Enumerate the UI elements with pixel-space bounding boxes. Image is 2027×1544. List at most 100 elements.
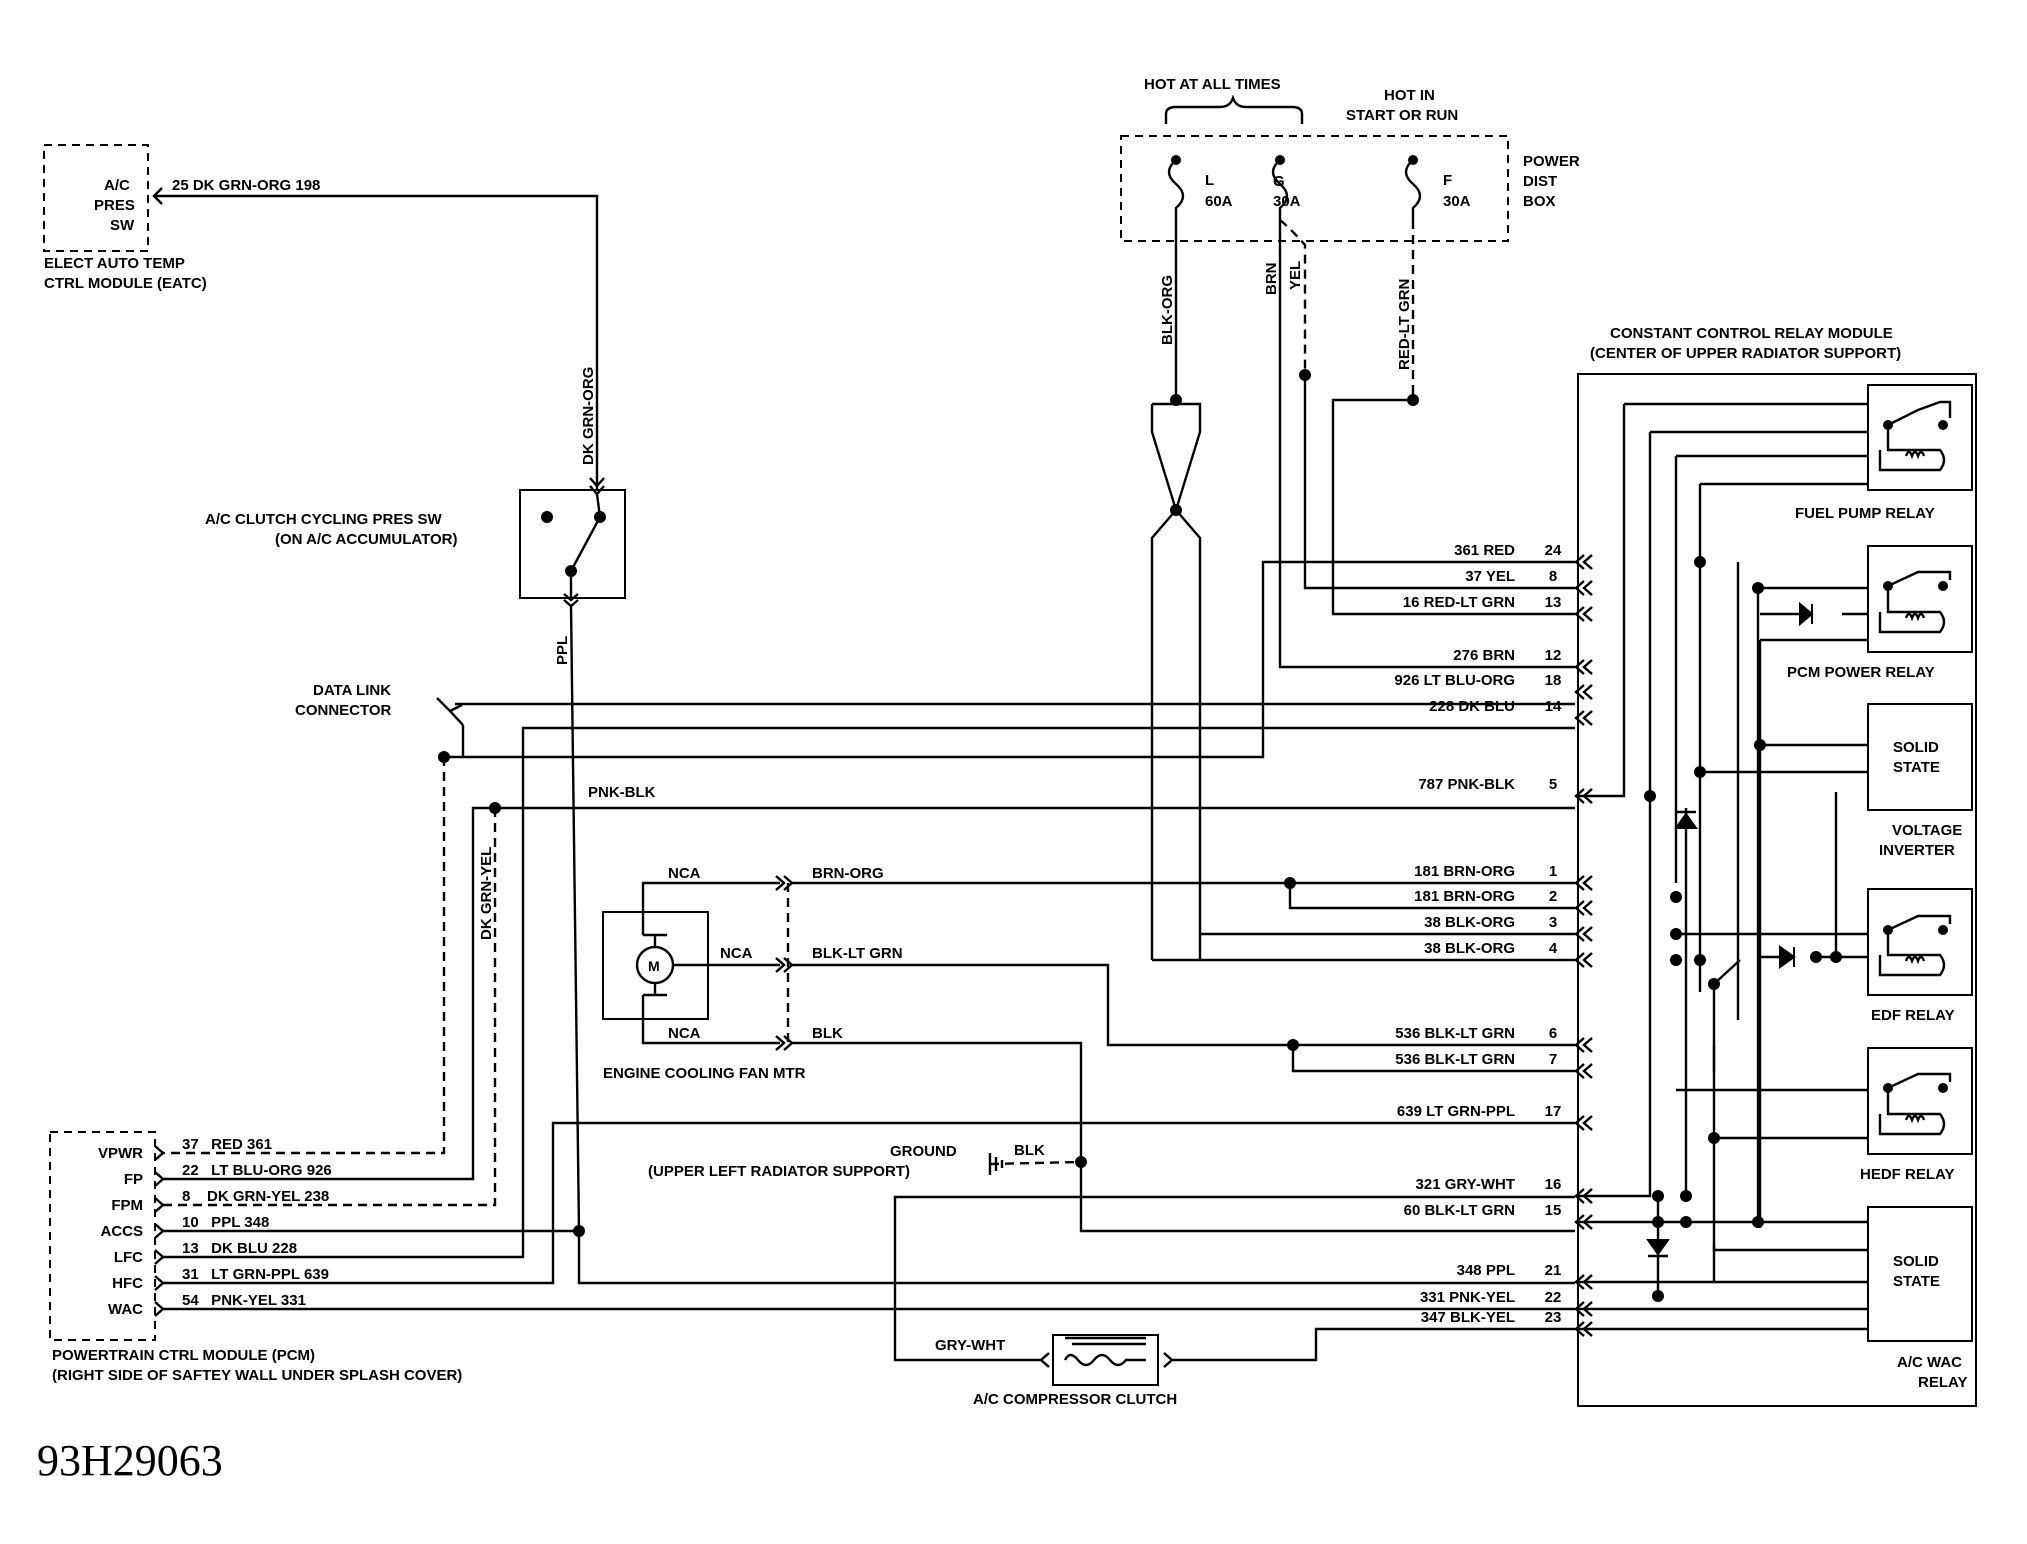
diagram-id: 93H29063: [37, 1436, 223, 1485]
power-dist-title-1: POWER: [1523, 153, 1580, 170]
pnk-blk-label: PNK-BLK: [588, 784, 656, 801]
data-link-connector: DATA LINK CONNECTOR: [161, 560, 1575, 1155]
ccrm-pin-number: 16: [1545, 1176, 1562, 1193]
ppl-label: PPL: [554, 636, 571, 665]
power-dist-title-3: BOX: [1523, 193, 1556, 210]
ccrm-wire-label: 37 YEL: [1465, 568, 1515, 585]
ccrm-wire-label: 181 BRN-ORG: [1414, 863, 1515, 880]
hot-in-label: HOT IN: [1384, 87, 1435, 104]
fan-motor-name: ENGINE COOLING FAN MTR: [603, 1065, 806, 1082]
ccrm-connector-terminal: [1574, 580, 1593, 596]
brn-org-label: BRN-ORG: [812, 865, 884, 882]
ccrm-pin-number: 7: [1549, 1051, 1557, 1068]
power-feed-wires: BLK-ORG BRN YEL RED-LT GRN: [1159, 219, 1575, 669]
ccrm-wire-label: 181 BRN-ORG: [1414, 888, 1515, 905]
ccrm-wire-label: 60 BLK-LT GRN: [1404, 1202, 1515, 1219]
ccrm-connector-terminal: [1574, 1063, 1593, 1079]
ccrm-pin-number: 4: [1549, 940, 1558, 957]
ccrm-pin-number: 24: [1545, 542, 1562, 559]
pcm-power-relay-box: [1867, 545, 1973, 653]
fuse-g-letter: G: [1273, 173, 1285, 190]
hedf-relay-label: HEDF RELAY: [1860, 1166, 1954, 1183]
wire-label-blk-org: BLK-ORG: [1159, 275, 1176, 345]
nca-label-3: NCA: [668, 1025, 701, 1042]
fuse-l: L 60A: [1167, 155, 1233, 220]
hedf-relay-symbol: [1878, 1072, 1952, 1136]
ccrm-wire-label: 361 RED: [1454, 542, 1515, 559]
edf-relay-symbol: [1878, 914, 1952, 977]
eatc-pin-line-1: A/C: [104, 177, 130, 194]
pcm-pin-name: HFC: [112, 1275, 143, 1292]
ground-name-1: GROUND: [890, 1143, 957, 1160]
ccrm-wire-label: 321 GRY-WHT: [1416, 1176, 1515, 1193]
edf-relay-label: EDF RELAY: [1871, 1007, 1955, 1024]
nca-label-1: NCA: [668, 865, 701, 882]
pcm-power-relay-label: PCM POWER RELAY: [1787, 664, 1935, 681]
fuse-f-letter: F: [1443, 172, 1452, 189]
ac-clutch-cycling-switch: A/C CLUTCH CYCLING PRES SW (ON A/C ACCUM…: [205, 477, 626, 1232]
dlc-name-1: DATA LINK: [313, 682, 391, 699]
wire-label-brn: BRN: [1263, 263, 1280, 296]
compressor-name-label: A/C COMPRESSOR CLUTCH: [973, 1391, 1177, 1408]
pcm-wire-label: 22 LT BLU-ORG 926: [182, 1162, 332, 1179]
fuse-f-amps: 30A: [1443, 193, 1471, 210]
fuse-l-amps: 60A: [1205, 193, 1233, 210]
ccrm-pin-number: 18: [1545, 672, 1562, 689]
ccrm-wire-label: 38 BLK-ORG: [1424, 914, 1515, 931]
pcm-connector-terminal: [154, 1145, 165, 1161]
ac-wac-relay-label-2: RELAY: [1918, 1374, 1967, 1391]
pcm-connector-terminal: [154, 1171, 165, 1187]
fuse-g: G 30A: [1271, 155, 1301, 220]
eatc-module: A/C PRES SW ELECT AUTO TEMP CTRL MODULE …: [43, 144, 599, 490]
voltage-inverter-label-1: VOLTAGE: [1892, 822, 1962, 839]
constant-control-relay-module: CONSTANT CONTROL RELAY MODULE (CENTER OF…: [1394, 325, 1977, 1407]
ccrm-connector-terminal: [1574, 710, 1593, 726]
ccrm-wire-label: 16 RED-LT GRN: [1403, 594, 1515, 611]
ccrm-pin-number: 1: [1549, 863, 1557, 880]
pcm-name-1: POWERTRAIN CTRL MODULE (PCM): [52, 1347, 315, 1364]
fuse-l-letter: L: [1205, 172, 1214, 189]
ccrm-connector-terminal: [1574, 606, 1593, 622]
edf-relay-box: [1867, 888, 1973, 996]
ac-wac-relay-box: [1867, 1206, 1973, 1342]
ccrm-connector-terminal: [1574, 875, 1593, 891]
pcm-wire-label: 10 PPL 348: [182, 1214, 269, 1231]
voltage-inverter-box: [1867, 703, 1973, 811]
clutch-sw-name-2: (ON A/C ACCUMULATOR): [275, 531, 457, 548]
ccrm-pin-number: 23: [1545, 1309, 1562, 1326]
start-or-run-label: START OR RUN: [1346, 107, 1458, 124]
pcm-wiring: [161, 1121, 1575, 1311]
ccrm-wire-label: 639 LT GRN-PPL: [1397, 1103, 1515, 1120]
pcm-pin-name: LFC: [114, 1249, 143, 1266]
pcm-power-relay-symbol: [1878, 570, 1952, 634]
pcm-pin-name: ACCS: [100, 1223, 143, 1240]
ccrm-connector-terminal: [1574, 554, 1593, 570]
eatc-name-2: CTRL MODULE (EATC): [44, 275, 207, 292]
power-dist-title-2: DIST: [1523, 173, 1557, 190]
pcm-wire-label: 13 DK BLU 228: [182, 1240, 297, 1257]
dlc-name-2: CONNECTOR: [295, 702, 392, 719]
eatc-pin-line-2: PRES: [94, 197, 135, 214]
ccrm-wire-label: 38 BLK-ORG: [1424, 940, 1515, 957]
ccrm-wire-label: 228 DK BLU: [1429, 698, 1515, 715]
blk-org-splice: [1150, 402, 1575, 962]
clutch-sw-name-1: A/C CLUTCH CYCLING PRES SW: [205, 511, 443, 528]
ccrm-wire-label: 536 BLK-LT GRN: [1395, 1051, 1515, 1068]
pcm-connector-terminal: [154, 1249, 165, 1265]
ccrm-pin-number: 5: [1549, 776, 1557, 793]
voltage-inverter-label-2: INVERTER: [1879, 842, 1955, 859]
motor-symbol: M: [648, 958, 660, 974]
ccrm-connector-terminal: [1574, 952, 1593, 968]
ccrm-connector-terminal: [1574, 926, 1593, 942]
pcm-name-2: (RIGHT SIDE OF SAFTEY WALL UNDER SPLASH …: [52, 1367, 462, 1384]
dk-grn-yel-label: DK GRN-YEL: [478, 847, 495, 940]
ccrm-name-2: (CENTER OF UPPER RADIATOR SUPPORT): [1590, 345, 1901, 362]
ground-upper-left-radiator-support: GROUND (UPPER LEFT RADIATOR SUPPORT) BLK: [648, 1142, 1082, 1180]
ccrm-wire-label: 926 LT BLU-ORG: [1394, 672, 1515, 689]
ac-wac-relay-label-1: A/C WAC: [1897, 1354, 1962, 1371]
ccrm-pin-number: 21: [1545, 1262, 1562, 1279]
ccrm-pin-number: 15: [1545, 1202, 1562, 1219]
hedf-relay-box: [1867, 1047, 1973, 1155]
